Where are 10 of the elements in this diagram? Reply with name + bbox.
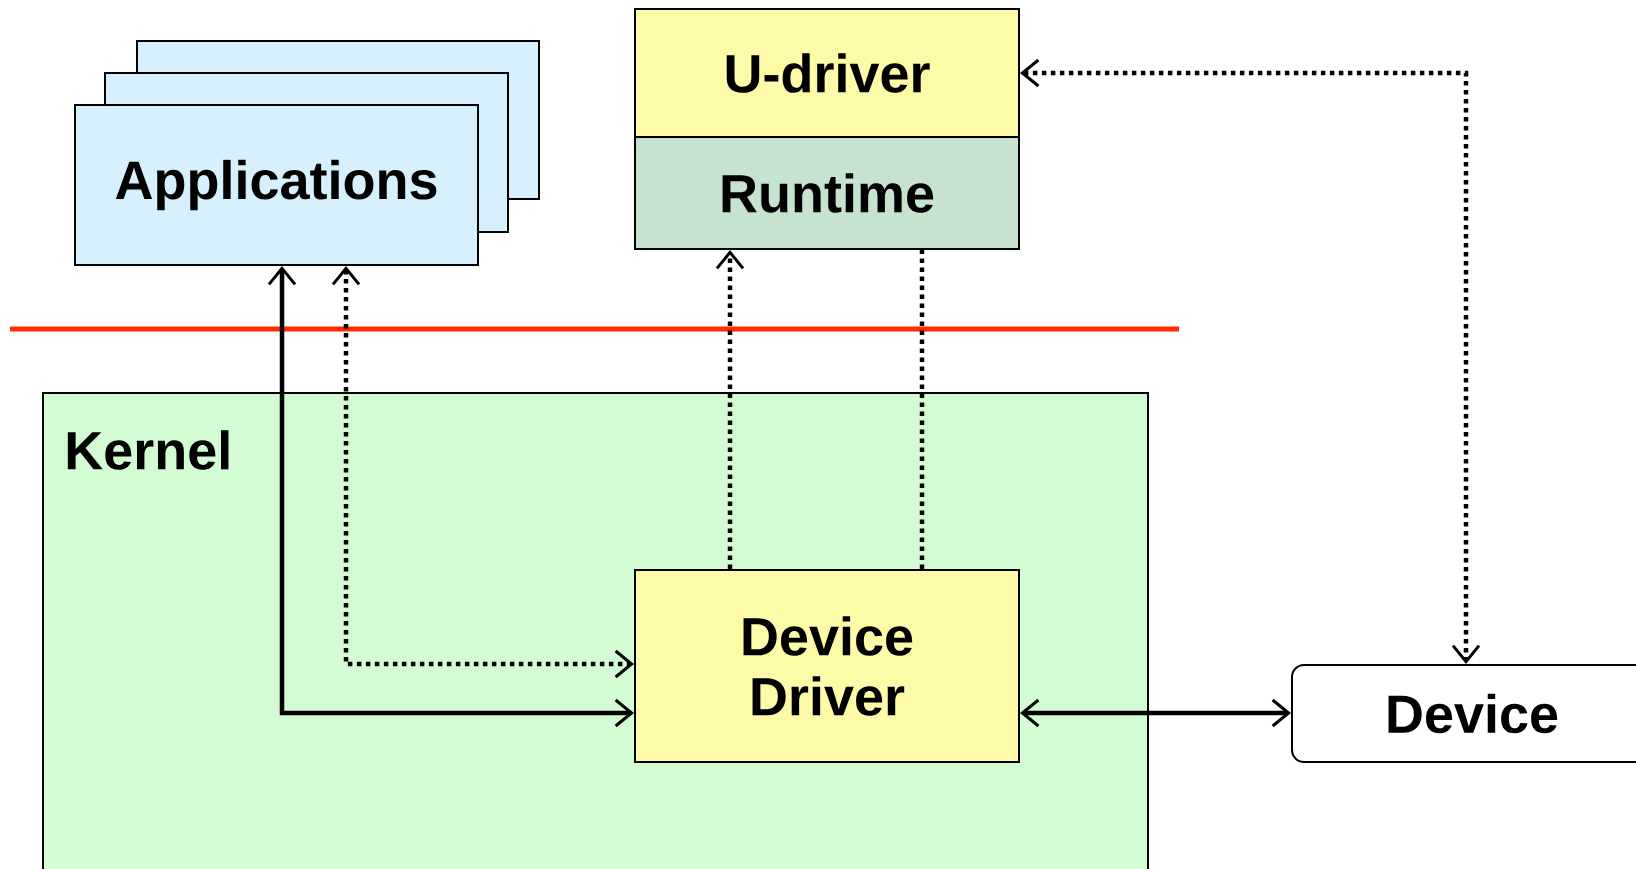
stacked-application-boxes: Applications	[74, 40, 540, 266]
arrow	[1020, 698, 1291, 728]
arrow	[1020, 58, 1481, 664]
device-box: Device	[1291, 664, 1636, 763]
arrow	[715, 250, 745, 569]
runtime-box: Runtime	[634, 136, 1020, 250]
arrow	[331, 266, 634, 679]
arrow	[267, 266, 634, 728]
driver-box: U-driver	[634, 8, 1020, 138]
driver-box: Device Driver	[634, 569, 1020, 763]
